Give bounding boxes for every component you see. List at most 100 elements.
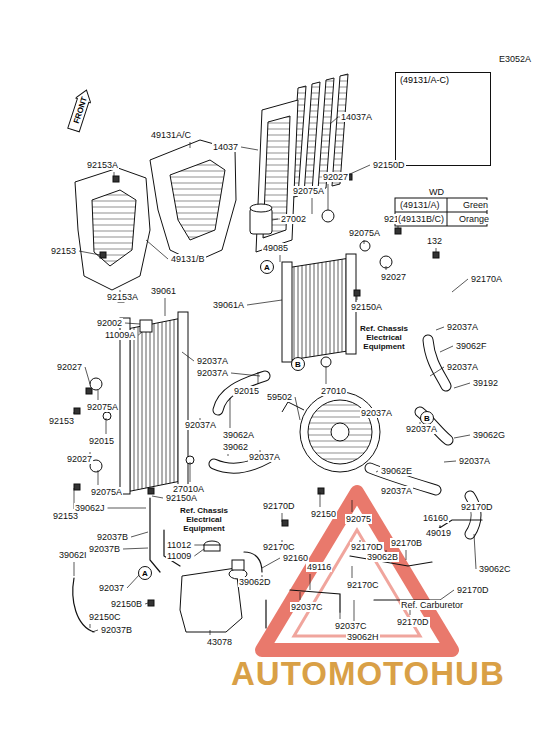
node-text: A (142, 569, 148, 578)
callout-number: 49085 (262, 243, 289, 253)
callout-number: 39062I (58, 550, 88, 560)
callout-number: 92150A (165, 493, 198, 503)
callout-number: 92170A (470, 274, 503, 284)
leader-line (352, 500, 353, 512)
callout-number: Ref. Carburetor (400, 600, 464, 610)
leader-line (108, 508, 146, 509)
leader-line (436, 327, 444, 330)
callout-number: 92037A (196, 368, 229, 378)
callout-number: 92150D (372, 160, 406, 170)
callout-number: 39062D (238, 577, 272, 587)
node-text: B (295, 360, 301, 369)
leader-line (312, 198, 313, 214)
callout-number: 92153A (86, 160, 119, 170)
callout-number: 92150 (310, 509, 337, 519)
leader-line (228, 454, 229, 456)
callout-number: 92037A (196, 356, 229, 366)
table-cell: (49131B/C) (397, 214, 445, 224)
table-cell: Orange (458, 214, 490, 224)
leader-line (231, 373, 260, 376)
leader-line (454, 383, 470, 388)
leader-line (326, 366, 327, 384)
leader-line (386, 266, 387, 270)
callout-number: 39061A (212, 300, 245, 310)
callout-number: 92170D (350, 542, 384, 552)
callout-number: 92170D (262, 501, 296, 511)
leader-line (310, 574, 311, 590)
callout-number: 27010 (320, 386, 347, 396)
callout-number: 92002 (96, 318, 123, 328)
leader-line (454, 435, 470, 438)
leader-line (145, 603, 148, 604)
callout-number: 49116 (306, 562, 332, 572)
front-arrow: FRONT (66, 87, 95, 134)
reference-circle: A (138, 566, 152, 580)
inset-box: (49131/A-C) (395, 72, 491, 166)
callout-number: 92150A (350, 302, 383, 312)
leader-line (114, 172, 115, 176)
watermark: AUTOMOTOHUB (230, 656, 506, 692)
callout-number: 92153A (106, 292, 139, 302)
callout-number: 92037A (458, 456, 491, 466)
leader-line (190, 462, 191, 482)
callout-number: 39061 (150, 286, 177, 296)
callout-number: 92150B (110, 599, 143, 609)
table-cell: (49131/A) (399, 200, 441, 210)
callout-number: 132 (426, 236, 443, 246)
leader-line (146, 240, 168, 259)
reference-circle: B (291, 357, 305, 371)
leader-line (440, 590, 454, 600)
leader-line (125, 323, 140, 324)
callout-number: 92150C (88, 612, 122, 622)
callout-number: 39062C (478, 564, 512, 574)
callout-number: 43078 (206, 637, 233, 647)
leader-line (74, 562, 75, 576)
callout-number: 59502 (266, 392, 293, 402)
callout-number: 16160 (422, 513, 449, 523)
leader-line (182, 352, 194, 361)
callout-number: 92027 (66, 454, 93, 464)
leader-line (98, 470, 99, 485)
leader-line (230, 398, 231, 428)
callout-number: 92027 (322, 172, 349, 182)
leader-line (272, 219, 278, 220)
leader-line (444, 461, 456, 462)
leader-line (350, 165, 370, 174)
leader-line (452, 279, 468, 292)
callout-number: 39192 (472, 378, 499, 388)
callout-number: 11012 (166, 540, 192, 550)
node-text: B (424, 414, 430, 423)
callout-number: 92015 (233, 386, 260, 396)
callout-number: 39062F (455, 341, 488, 351)
leader-line (194, 549, 204, 556)
leader-line (98, 390, 99, 400)
leader-line (165, 298, 166, 316)
table-cell: Green (462, 200, 489, 210)
callout-number: 92075A (90, 487, 123, 497)
leader-line (357, 296, 358, 300)
callout-number: 92037C (290, 602, 324, 612)
leader-line (152, 496, 163, 498)
node-text: A (264, 263, 270, 272)
leader-line (106, 418, 107, 434)
leader-line (376, 471, 378, 472)
callout-number: 92037A (184, 420, 217, 430)
callout-number: 11009 (166, 551, 192, 561)
callout-number: 92170C (346, 580, 380, 590)
leader-line (280, 255, 281, 262)
callout-number: 27002 (280, 214, 307, 224)
callout-number: 14037A (340, 112, 373, 122)
callout-number: 92037B (100, 625, 133, 635)
leader-line (90, 624, 91, 628)
callout-number: 92075A (292, 186, 325, 196)
callout-number: 92037 (98, 583, 125, 593)
leader-line (194, 545, 204, 546)
callout-number: 92170D (456, 585, 490, 595)
leader-line (328, 184, 329, 210)
callout-number: 49019 (425, 528, 452, 538)
leader-line (440, 346, 453, 352)
callout-number: 39062A (222, 430, 255, 440)
callout-number: 92037A (248, 452, 281, 462)
callout-number: 92015 (88, 436, 115, 446)
leader-line (258, 372, 259, 384)
